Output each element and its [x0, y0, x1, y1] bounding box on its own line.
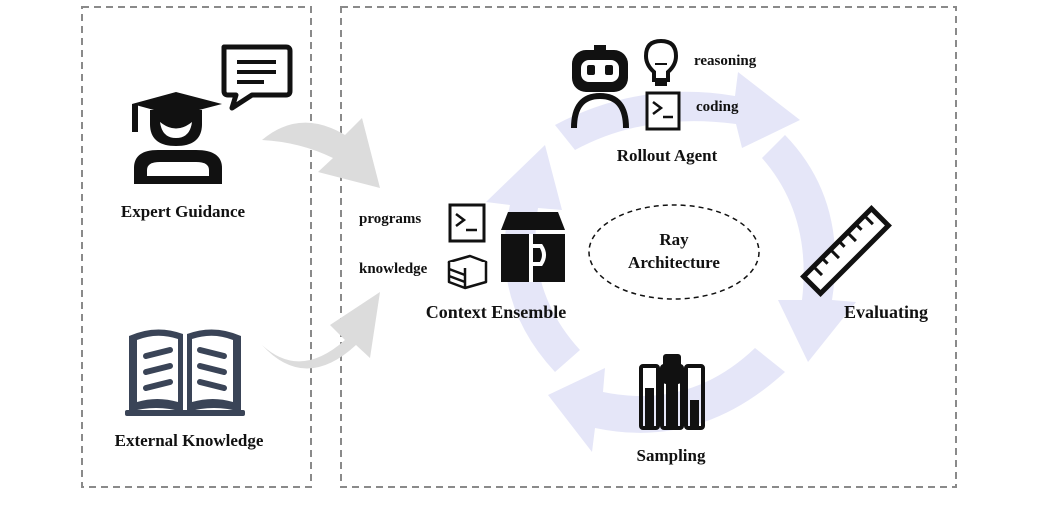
- knowledge-label: knowledge: [359, 261, 428, 277]
- flow-arrow-top: [262, 118, 380, 188]
- expert-guidance-label: Expert Guidance: [121, 202, 246, 221]
- robot-icon: [571, 45, 629, 129]
- box-icon: [501, 212, 565, 282]
- external-knowledge-label: External Knowledge: [115, 431, 264, 450]
- architecture-label: Architecture: [628, 253, 720, 272]
- evaluating-label: Evaluating: [844, 302, 928, 322]
- terminal-icon: [645, 91, 681, 131]
- left-panel: [81, 6, 312, 488]
- coding-label: coding: [696, 99, 739, 115]
- rollout-agent-label: Rollout Agent: [617, 146, 718, 165]
- right-panel: [340, 6, 957, 488]
- ray-architecture-ellipse: [588, 204, 760, 300]
- open-book-icon: [125, 329, 245, 416]
- tubes-icon: [639, 354, 705, 430]
- expert-graduate-speech-icon: [132, 44, 293, 184]
- lightbulb-icon: [643, 38, 679, 86]
- context-ensemble-label: Context Ensemble: [426, 302, 567, 322]
- sampling-label: Sampling: [637, 446, 706, 465]
- book-stack-icon: [447, 254, 488, 290]
- ruler-icon: [800, 205, 892, 297]
- programs-terminal-icon: [448, 203, 486, 243]
- programs-label: programs: [359, 211, 421, 227]
- flow-arrows: [262, 118, 380, 369]
- flow-arrow-bottom: [262, 292, 380, 369]
- reasoning-label: reasoning: [694, 53, 757, 69]
- ray-label: Ray: [659, 230, 689, 249]
